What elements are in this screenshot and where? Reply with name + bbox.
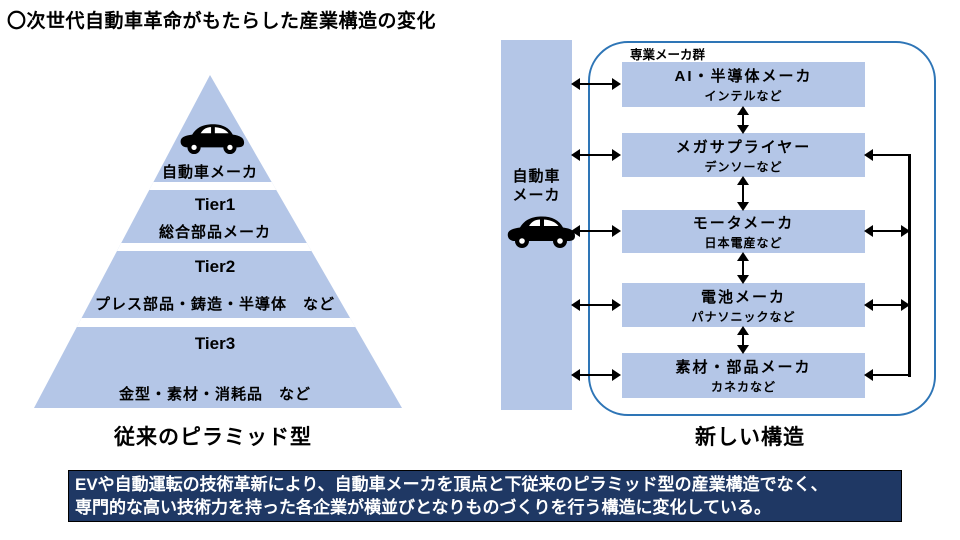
box-subtitle: 日本電産など [704, 236, 783, 250]
arrow-line [578, 82, 614, 86]
arrow-line [578, 303, 614, 307]
pyramid-level-1-subtitle: 総合部品メーカ [158, 224, 271, 241]
box-title: 電池メーカ [700, 288, 786, 306]
arrow-box2-box3 [737, 176, 749, 211]
automaker-bar-line1: 自動車 [512, 168, 561, 185]
box-battery-maker: 電池メーカ パナソニックなど [622, 283, 865, 327]
arrow-line [871, 373, 910, 377]
box-mega-supplier: メガサプライヤー デンソーなど [622, 133, 865, 177]
car-icon [178, 116, 246, 158]
pyramid-caption: 従来のピラミッド型 [114, 426, 312, 449]
arrow-line [741, 113, 745, 127]
arrow-line [741, 259, 745, 277]
pyramid-gap [34, 243, 402, 251]
box-motor-maker: モータメーカ 日本電産など [622, 210, 865, 253]
arrow-bus-box5 [864, 369, 910, 381]
automaker-bar-line2: メーカ [512, 187, 561, 204]
pyramid-level-1-title: Tier1 [194, 195, 236, 214]
arrow-line [871, 229, 903, 233]
arrow-box1-box2 [737, 106, 749, 134]
arrow-bus-box4 [864, 299, 910, 311]
arrow-maker-box4 [571, 299, 621, 311]
summary-banner: EVや自動運転の技術革新により、自動車メーカを頂点と下従来のピラミッド型の産業構… [68, 470, 902, 522]
arrow-bus-box3 [864, 225, 910, 237]
pyramid-level-3-title: Tier3 [194, 334, 236, 353]
page-title: 〇次世代自動車革命がもたらした産業構造の変化 [7, 11, 437, 32]
car-icon [504, 210, 578, 250]
pyramid-gap [34, 318, 402, 327]
arrow-line [741, 183, 745, 204]
box-subtitle: パナソニックなど [691, 309, 796, 324]
pyramid-level-2-title: Tier2 [194, 257, 236, 276]
arrow-box4-box5 [737, 326, 749, 354]
arrow-bus-box2 [864, 149, 910, 161]
right-bus-line [908, 154, 911, 377]
pyramid-level-2-subtitle: プレス部品・鋳造・半導体 など [94, 296, 335, 313]
box-title: メガサプライヤー [675, 138, 812, 156]
box-subtitle: デンソーなど [704, 159, 783, 174]
arrow-line [741, 333, 745, 347]
arrow-maker-box3 [571, 225, 621, 237]
arrow-line [871, 303, 903, 307]
arrow-line [578, 229, 614, 233]
box-title: AI・半導体メーカ [674, 68, 813, 85]
arrow-line [578, 153, 614, 157]
specialist-group-label: 専業メーカ群 [630, 48, 706, 62]
box-title: モータメーカ [692, 215, 795, 232]
box-material-parts-maker: 素材・部品メーカ カネカなど [622, 353, 865, 398]
arrow-box3-box4 [737, 252, 749, 284]
new-structure-caption: 新しい構造 [695, 426, 805, 449]
box-ai-semiconductor: AI・半導体メーカ インテルなど [622, 62, 865, 107]
automaker-bar-label: 自動車 メーカ [501, 167, 572, 205]
box-subtitle: インテルなど [704, 89, 783, 103]
pyramid-level-3-subtitle: 金型・素材・消耗品 など [118, 386, 311, 403]
arrow-line [578, 373, 614, 377]
pyramid-level-0-title: 自動車メーカ [161, 164, 258, 181]
box-subtitle: カネカなど [710, 380, 776, 394]
arrow-maker-box1 [571, 78, 621, 90]
arrow-maker-box5 [571, 369, 621, 381]
summary-line2: 専門的な高い技術力を持った各企業が横並びとなりものづくりを行う構造に変化している… [75, 498, 771, 517]
summary-line1: EVや自動運転の技術革新により、自動車メーカを頂点と下従来のピラミッド型の産業構… [75, 475, 828, 494]
specialist-group-border [588, 41, 936, 416]
pyramid-gap [34, 182, 402, 190]
arrow-maker-box2 [571, 149, 621, 161]
box-title: 素材・部品メーカ [675, 359, 812, 376]
arrow-line [871, 153, 910, 157]
